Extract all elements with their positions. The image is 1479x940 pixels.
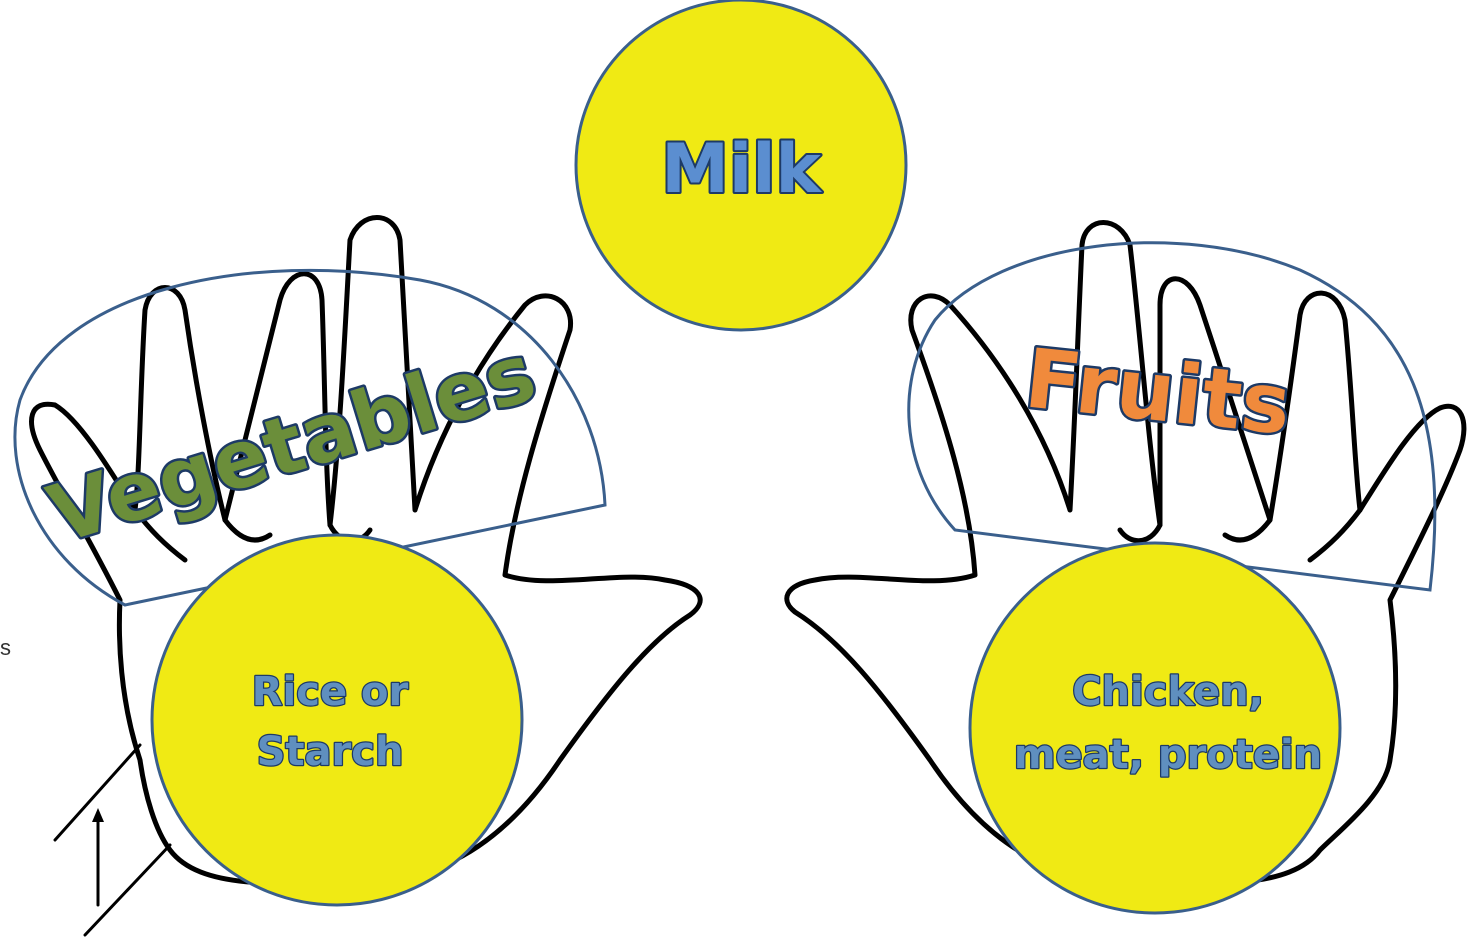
vegetables-label: Vegetables bbox=[38, 326, 545, 562]
fruits-label: Fruits bbox=[1021, 332, 1295, 454]
starch-label-line1: Rice or bbox=[252, 669, 409, 715]
right-finger-gap-2 bbox=[1225, 520, 1270, 540]
milk-label: Milk bbox=[661, 130, 822, 209]
protein-label-line1: Chicken, bbox=[1072, 669, 1264, 715]
protein-circle bbox=[970, 543, 1340, 913]
edge-text-fragment: s bbox=[0, 635, 11, 660]
starch-circle bbox=[152, 535, 522, 905]
wrist-arrow-head bbox=[92, 808, 104, 822]
left-finger-gap-2 bbox=[225, 520, 270, 540]
protein-label-line2: meat, protein bbox=[1014, 732, 1322, 778]
right-finger-gap-3 bbox=[1120, 525, 1160, 541]
right-finger-gap-1 bbox=[1310, 510, 1360, 560]
starch-label-line2: Starch bbox=[257, 729, 404, 775]
